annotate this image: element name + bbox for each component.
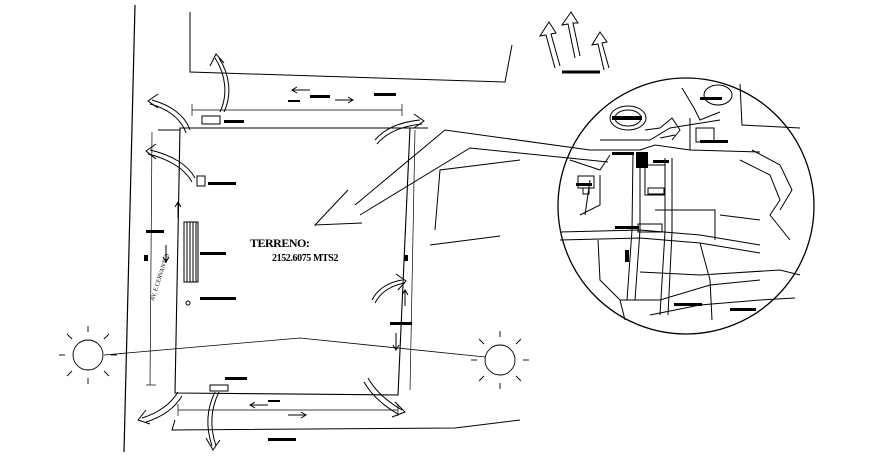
- sun-icon: [471, 331, 529, 389]
- location-map-labels: [576, 97, 756, 311]
- lot-outline: [158, 127, 428, 396]
- flow-arrows: [162, 86, 409, 419]
- north-arrow-icon: [538, 11, 610, 74]
- lot-title: TERRENO:: [250, 236, 310, 250]
- site-fixtures: [185, 115, 229, 392]
- location-map: [557, 77, 815, 335]
- dimension-lines: [146, 104, 416, 416]
- access-arrows: [137, 53, 425, 451]
- annotation-bars: [144, 93, 412, 441]
- ramp-stripes: [183, 221, 199, 283]
- sun-icon: [59, 326, 117, 384]
- location-pointer-arrow: [313, 129, 609, 226]
- lot-area: 2152.6075 MTS2: [272, 253, 339, 264]
- street-boundary-lines: [123, 4, 521, 453]
- sun-path-line: [103, 337, 486, 358]
